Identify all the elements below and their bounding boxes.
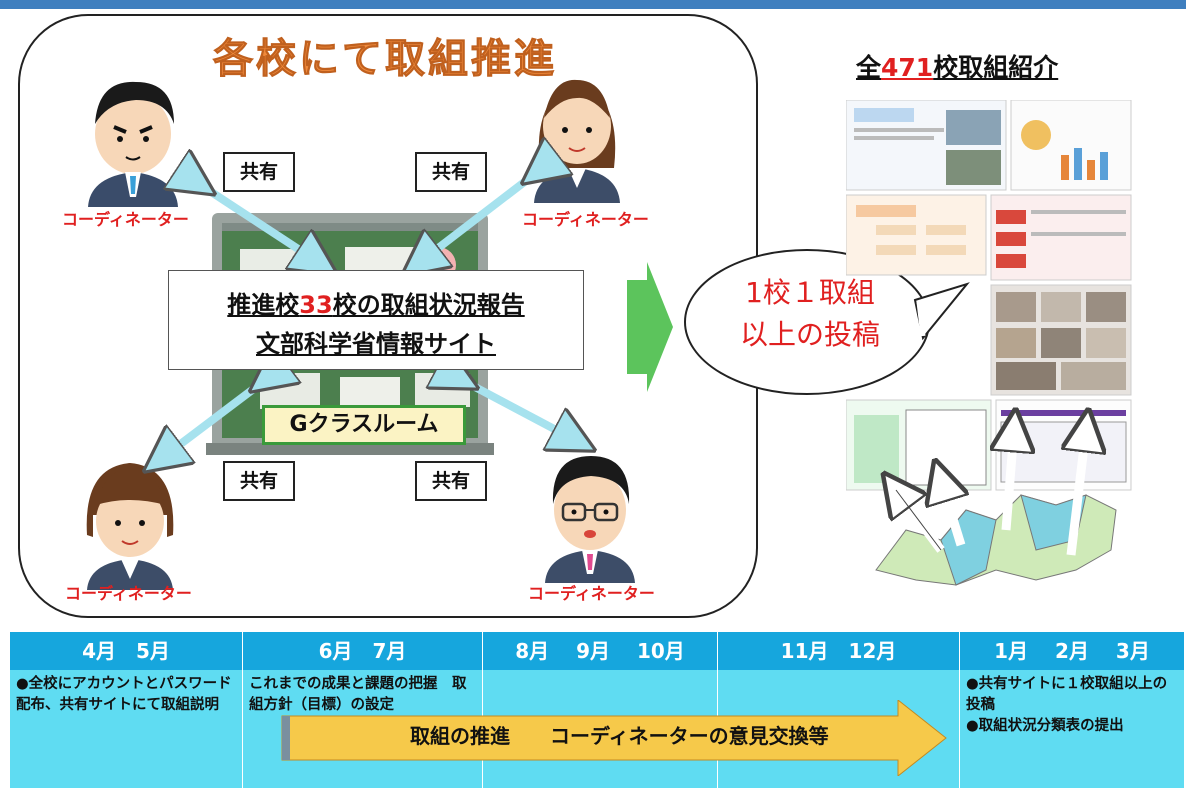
share-arrow-bottom-left bbox=[162, 378, 268, 458]
coordinator-avatar-bottom-right bbox=[545, 456, 635, 583]
share-arrow-top-right bbox=[420, 170, 540, 262]
all-schools-number: 471 bbox=[881, 53, 934, 82]
share-label-top-left: 共有 bbox=[223, 152, 295, 192]
share-label-top-right: 共有 bbox=[415, 152, 487, 192]
all-schools-suffix: 校取組紹介 bbox=[933, 53, 1059, 82]
timeline-cell-jan-mar: ●共有サイトに１校取組以上の投稿 ●取組状況分類表の提出 bbox=[960, 670, 1184, 788]
report-line1-suffix: 校の取組状況報告 bbox=[332, 291, 525, 319]
promotion-arrow bbox=[281, 700, 947, 776]
timeline-cell-apr-may: ●全校にアカウントとパスワード配布、共有サイトにて取組説明 bbox=[10, 670, 243, 788]
coordinator-avatar-top-left bbox=[88, 81, 178, 207]
timeline-header-jan-mar: 1月 2月 3月 bbox=[960, 632, 1184, 670]
promotion-arrow-label: 取組の推進 コーディネーターの意見交換等 bbox=[410, 724, 829, 748]
google-classroom-label: Gクラスルーム bbox=[262, 405, 466, 445]
coordinator-label-bottom-right: コーディネーター bbox=[528, 584, 655, 603]
posting-callout-text: 1校１取組 以上の投稿 bbox=[690, 272, 930, 356]
all-schools-prefix: 全 bbox=[856, 53, 882, 82]
share-label-bottom-right: 共有 bbox=[415, 461, 487, 501]
report-line1-prefix: 推進校 bbox=[227, 291, 300, 319]
posting-callout-oval bbox=[684, 249, 970, 395]
share-arrows bbox=[0, 0, 760, 620]
green-right-arrow bbox=[627, 262, 673, 392]
posting-callout-line1: 1校１取組 bbox=[745, 276, 875, 309]
main-title: 各校にて取組推進 bbox=[213, 36, 557, 83]
coordinator-label-bottom-left: コーディネーター bbox=[65, 584, 192, 603]
posting-callout-line2: 以上の投稿 bbox=[739, 318, 880, 351]
school-posts-collage bbox=[846, 100, 1132, 586]
report-site-box: 推進校33校の取組状況報告 文部科学省情報サイト bbox=[168, 270, 584, 370]
coordinator-avatar-bottom-left bbox=[86, 463, 174, 590]
report-site-line1: 推進校33校の取組状況報告 bbox=[169, 285, 583, 320]
share-label-bottom-left: 共有 bbox=[223, 461, 295, 501]
timeline-header-nov-dec: 11月 12月 bbox=[718, 632, 960, 670]
timeline-header-apr-may: 4月 5月 bbox=[10, 632, 243, 670]
timeline-header-aug-oct: 8月 9月 10月 bbox=[483, 632, 718, 670]
all-schools-title: 全471校取組紹介 bbox=[856, 48, 1116, 84]
upward-arrows bbox=[846, 380, 1136, 556]
share-arrow-bottom-right bbox=[458, 378, 575, 440]
top-bar bbox=[0, 0, 1186, 9]
coordinator-label-top-left: コーディネーター bbox=[62, 210, 189, 229]
report-site-line2: 文部科学省情報サイト bbox=[256, 330, 496, 358]
report-line1-number: 33 bbox=[299, 291, 333, 319]
share-arrow-top-left bbox=[196, 182, 318, 262]
timeline-header-jun-jul: 6月 7月 bbox=[243, 632, 483, 670]
